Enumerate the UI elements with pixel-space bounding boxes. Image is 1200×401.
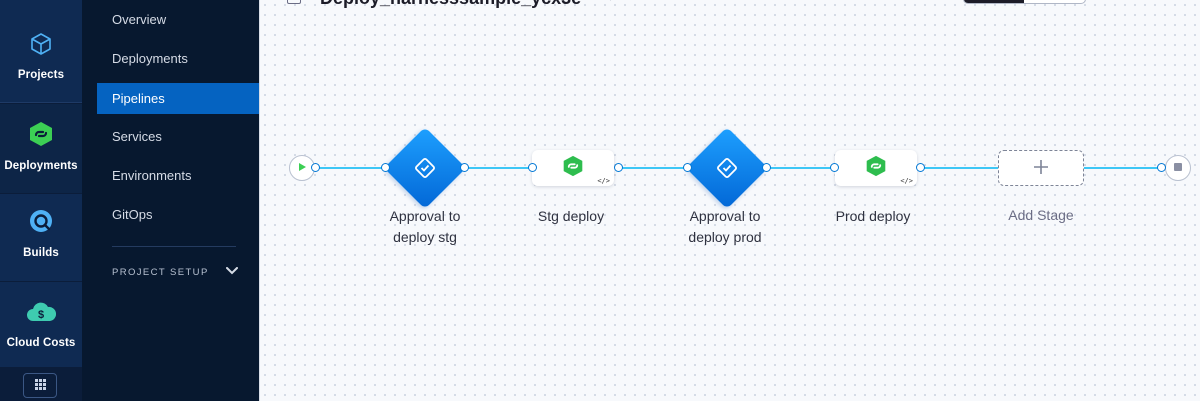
builds-icon [28,208,54,239]
connector-line [465,167,537,169]
rail-footer [0,368,82,401]
pipeline-icon [287,0,301,4]
nav-item-gitops[interactable]: GitOps [97,199,259,230]
stage-label-line: deploy stg [393,229,457,245]
nav-item-overview[interactable]: Overview [97,4,259,35]
connector-port [528,163,537,172]
edit-icon[interactable] [609,0,624,5]
stage-label: Approval to deploy prod [665,206,785,248]
nav-item-label: Pipelines [112,91,165,106]
project-setup-toggle[interactable]: PROJECT SETUP [112,267,238,278]
pipeline-canvas[interactable]: Deploy_harnesssample_ycx3e Approval to de… [259,0,1200,401]
nav-item-label: GitOps [112,207,153,222]
rail-item-label: Cloud Costs [6,337,76,349]
pipeline-title: Deploy_harnesssample_ycx3e [320,0,581,9]
nav-item-label: Services [112,129,162,144]
stage-label: Stg deploy [511,206,631,227]
cube-icon [29,32,53,61]
play-icon [297,159,307,177]
code-icon: </> [597,177,610,185]
nav-item-label: Overview [112,12,167,27]
rail-item-projects[interactable]: Projects [0,0,82,103]
add-stage-button[interactable] [998,150,1084,186]
deployments-icon [28,121,54,152]
rail-item-deployments[interactable]: Deployments [0,104,82,193]
nav-item-deployments[interactable]: Deployments [97,43,259,74]
connector-line [767,167,837,169]
stage-label-line: Stg deploy [537,208,605,224]
view-toggle[interactable] [963,0,1086,4]
svg-text:$: $ [38,309,44,321]
stage-label-line: Approval to [689,208,761,224]
nav-item-label: Environments [112,168,192,183]
add-stage-label: Add Stage [1008,207,1074,223]
connector-port [614,163,623,172]
connector-port [830,163,839,172]
approval-icon [384,127,466,209]
connector-line [314,167,386,169]
connector-port [683,163,692,172]
connector-port [311,163,320,172]
nav-item-environments[interactable]: Environments [97,160,259,191]
nav-divider [112,246,236,247]
rail-item-label: Builds [23,247,59,259]
deploy-stage-node[interactable]: </> [532,150,614,186]
section-label: PROJECT SETUP [112,267,209,278]
connector-line [618,167,688,169]
module-rail: Projects Deployments Builds $ Cloud Cost… [0,0,82,401]
approval-icon [686,127,768,209]
rail-item-builds[interactable]: Builds [0,194,82,281]
rail-item-label: Deployments [4,160,78,172]
stage-label-line: deploy prod [688,229,762,245]
stop-icon [1173,159,1183,177]
connector-port [916,163,925,172]
pipeline-start-node [289,155,315,181]
deploy-stage-node[interactable]: </> [835,150,917,186]
stage-label-line: Prod deploy [835,208,911,224]
project-nav: Overview Deployments Pipelines Services … [82,0,259,401]
connector-line [1084,167,1166,169]
stage-label-line: Approval to [389,208,461,224]
connector-port [762,163,771,172]
deployments-icon [562,155,584,182]
code-icon: </> [900,177,913,185]
connector-line [920,167,999,169]
nav-item-services[interactable]: Services [97,121,259,152]
deployments-icon [865,155,887,182]
connector-port [460,163,469,172]
stage-label: Approval to deploy stg [365,206,485,248]
stage-label: Prod deploy [813,206,933,227]
plus-icon [1034,157,1048,180]
connector-port [381,163,390,172]
rail-item-cloud-costs[interactable]: $ Cloud Costs [0,282,82,367]
view-toggle-selected[interactable] [964,0,1024,3]
connector-port [1157,163,1166,172]
grid-icon [34,377,46,395]
apps-grid-button[interactable] [23,373,57,398]
chevron-down-icon [226,267,238,278]
nav-item-label: Deployments [112,51,188,66]
cloud-costs-icon: $ [26,300,57,329]
rail-item-label: Projects [17,69,65,81]
nav-item-pipelines[interactable]: Pipelines [97,83,259,114]
pipeline-end-node [1165,155,1191,181]
